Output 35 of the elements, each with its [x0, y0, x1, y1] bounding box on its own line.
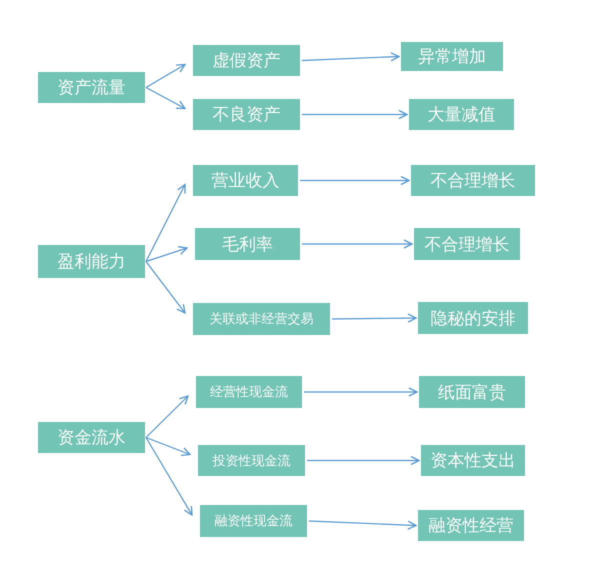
process-box: 异常增加: [401, 42, 503, 71]
process-box: 盈利能力: [38, 245, 145, 278]
process-box: 隐秘的安排: [418, 302, 528, 334]
arrow: [302, 110, 408, 120]
process-box: 资金流水: [38, 422, 145, 453]
arrow: [146, 261, 186, 314]
arrow: [300, 176, 410, 186]
arrow: [145, 437, 193, 516]
process-box: 大量减值: [409, 99, 514, 130]
process-box: 营业收入: [193, 165, 298, 196]
arrow: [146, 64, 186, 88]
arrow: [145, 184, 186, 262]
process-box: 融资性现金流: [200, 505, 307, 537]
arrow: [304, 387, 418, 397]
process-box: 不良资产: [193, 99, 300, 130]
process-box: 融资性经营: [418, 510, 524, 541]
process-box: 毛利率: [195, 228, 300, 260]
process-box: 投资性现金流: [198, 445, 305, 476]
arrow: [146, 395, 189, 438]
arrow: [307, 456, 420, 466]
arrow: [302, 239, 413, 249]
arrow: [146, 246, 188, 262]
arrow: [146, 86, 186, 110]
process-box: 不合理增长: [411, 165, 535, 196]
process-box: 资产流量: [38, 72, 145, 103]
process-box: 资本性支出: [421, 445, 525, 476]
arrow: [308, 520, 417, 530]
arrow: [302, 52, 400, 62]
arrow: [146, 436, 191, 456]
process-box: 纸面富贵: [419, 376, 525, 408]
process-box: 不合理增长: [414, 228, 520, 260]
process-box: 经营性现金流: [196, 376, 302, 408]
process-box: 关联或非经营交易: [193, 303, 330, 335]
process-box: 虚假资产: [193, 45, 300, 76]
arrow: [332, 313, 417, 323]
